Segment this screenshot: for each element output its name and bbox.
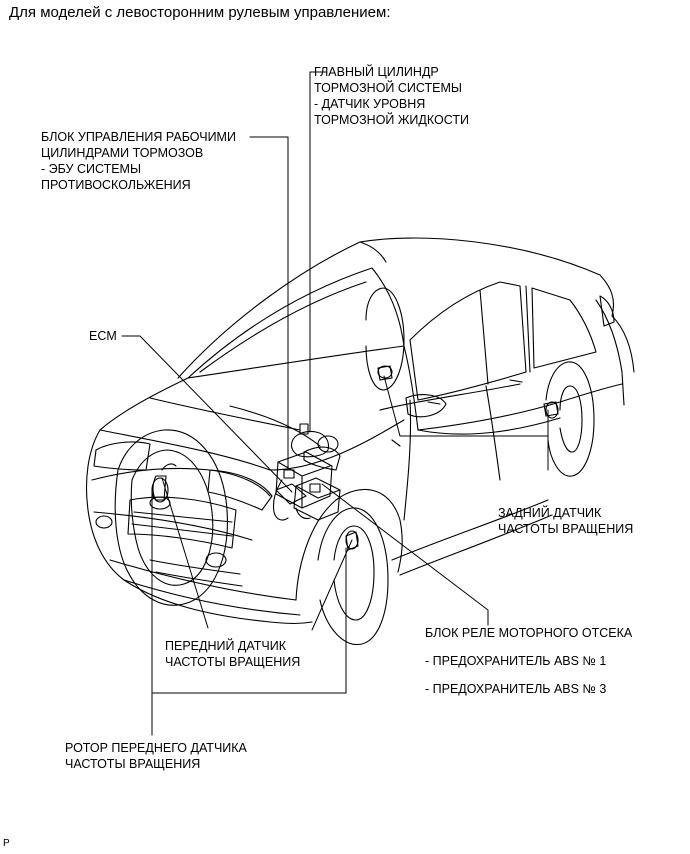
label-actuator-line4: ПРОТИВОСКОЛЬЖЕНИЯ [41,178,191,192]
label-actuator-line2: ЦИЛИНДРАМИ ТОРМОЗОВ [41,146,204,160]
label-relay-block-line1: БЛОК РЕЛЕ МОТОРНОГО ОТСЕКА [425,626,633,640]
label-master-cylinder-line4: ТОРМОЗНОЙ ЖИДКОСТИ [314,113,469,127]
figure-code: P [3,838,10,849]
page-title: Для моделей с левосторонним рулевым упра… [9,4,391,21]
car-body [86,237,635,646]
label-master-cylinder: ГЛАВНЫЙ ЦИЛИНДР ТОРМОЗНОЙ СИСТЕМЫ - ДАТЧ… [314,64,469,128]
label-actuator: БЛОК УПРАВЛЕНИЯ РАБОЧИМИ ЦИЛИНДРАМИ ТОРМ… [41,129,236,193]
label-front-rotor-line1: РОТОР ПЕРЕДНЕГО ДАТЧИКА [65,741,247,755]
label-master-cylinder-line2: ТОРМОЗНОЙ СИСТЕМЫ [314,81,462,95]
label-relay-block-fuse1: - ПРЕДОХРАНИТЕЛЬ ABS № 1 [425,654,607,668]
label-front-rotor: РОТОР ПЕРЕДНЕГО ДАТЧИКА ЧАСТОТЫ ВРАЩЕНИЯ [65,740,247,772]
leader-lines [121,71,549,736]
label-ecm: ECM [89,329,117,343]
label-front-speed-sensor-line2: ЧАСТОТЫ ВРАЩЕНИЯ [165,655,301,669]
label-front-rotor-line2: ЧАСТОТЫ ВРАЩЕНИЯ [65,757,201,771]
label-relay-block: БЛОК РЕЛЕ МОТОРНОГО ОТСЕКА - ПРЕДОХРАНИТ… [425,625,632,697]
label-relay-block-fuse3: - ПРЕДОХРАНИТЕЛЬ ABS № 3 [425,682,607,696]
label-master-cylinder-line3: - ДАТЧИК УРОВНЯ [314,97,426,111]
label-front-speed-sensor: ПЕРЕДНИЙ ДАТЧИК ЧАСТОТЫ ВРАЩЕНИЯ [165,638,300,670]
label-rear-speed-sensor: ЗАДНИЙ ДАТЧИК ЧАСТОТЫ ВРАЩЕНИЯ [498,505,633,537]
label-rear-speed-sensor-line1: ЗАДНИЙ ДАТЧИК [498,506,602,520]
label-master-cylinder-line1: ГЛАВНЫЙ ЦИЛИНДР [314,65,439,79]
label-actuator-line1: БЛОК УПРАВЛЕНИЯ РАБОЧИМИ [41,130,236,144]
brake-components [152,365,559,551]
label-rear-speed-sensor-line2: ЧАСТОТЫ ВРАЩЕНИЯ [498,522,634,536]
label-actuator-line3: - ЭБУ СИСТЕМЫ [41,162,142,176]
label-front-speed-sensor-line1: ПЕРЕДНИЙ ДАТЧИК [165,639,286,653]
